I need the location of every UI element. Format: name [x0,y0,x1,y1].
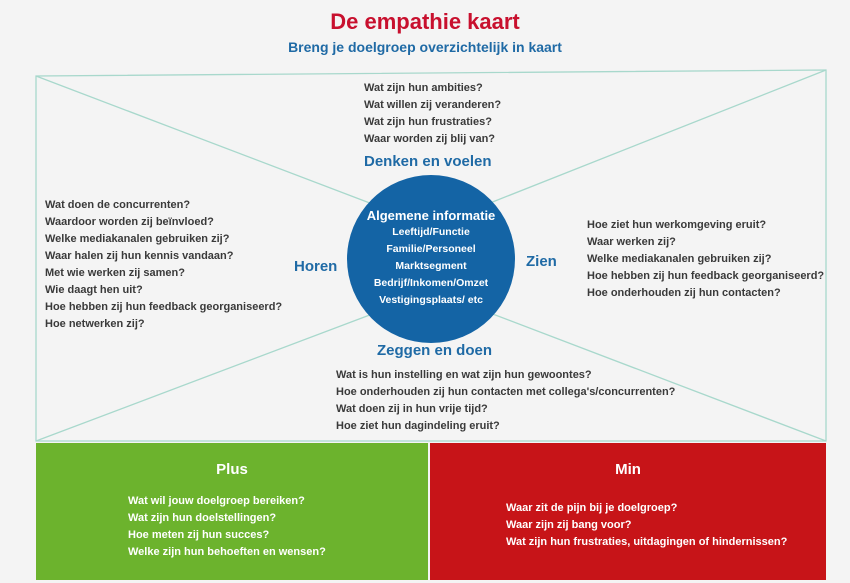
min-title: Min [615,461,641,478]
list-item: Welke zijn hun behoeften en wensen? [128,546,326,558]
label-horen: Horen [294,258,338,275]
diagonal-top-right [489,69,827,204]
label-zien: Zien [526,253,557,270]
page-title: De empathie kaart [330,9,520,34]
general-info-circle: Algemene informatie Leeftijd/Functie Fam… [347,175,515,343]
list-item: Waardoor worden zij beïnvloed? [45,216,214,228]
page-subtitle: Breng je doelgroep overzichtelijk in kaa… [288,39,562,55]
general-info-list: Leeftijd/Functie Familie/Personeel Markt… [347,224,515,309]
general-info-title: Algemene informatie [366,208,496,223]
zien-questions: Hoe ziet hun werkomgeving eruit? Waar we… [587,217,824,302]
list-item: Hoe onderhouden zij hun contacten met co… [336,386,676,398]
label-denken-en-voelen: Denken en voelen [364,153,492,170]
list-item: Wat doen de concurrenten? [45,199,191,211]
horen-questions: Wat doen de concurrenten? Waardoor worde… [45,197,282,333]
list-item: Waar halen zij hun kennis vandaan? [45,250,234,262]
plus-panel: Plus Wat wil jouw doelgroep bereiken? Wa… [36,443,428,580]
list-item: Wat is hun instelling en wat zijn hun ge… [336,369,592,381]
zeggen-questions: Wat is hun instelling en wat zijn hun ge… [336,367,675,435]
diagonal-bottom-left [35,312,376,442]
plus-questions: Wat wil jouw doelgroep bereiken? Wat zij… [128,493,326,561]
diagonal-top-left [35,75,376,206]
list-item: Waar zijn zij bang voor? [506,519,632,531]
list-item: Wat zijn hun doelstellingen? [128,512,277,524]
list-item: Met wie werken zij samen? [45,267,185,279]
list-item: Vestigingsplaats/ etc [379,294,483,306]
list-item: Wat zijn hun ambities? [364,82,483,94]
list-item: Hoe hebben zij hun feedback georganiseer… [587,270,825,282]
list-item: Waar werken zij? [587,236,676,248]
list-item: Hoe meten zij hun succes? [128,529,270,541]
list-item: Wat willen zij veranderen? [364,99,502,111]
min-panel: Min Waar zit de pijn bij je doelgroep? W… [430,443,826,580]
list-item: Waar worden zij blij van? [364,133,496,145]
denken-questions: Wat zijn hun ambities? Wat willen zij ve… [364,80,501,148]
list-item: Waar zit de pijn bij je doelgroep? [506,502,678,514]
list-item: Welke mediakanalen gebruiken zij? [587,253,772,265]
diagonal-bottom-right [489,312,827,442]
list-item: Familie/Personeel [386,243,476,255]
label-zeggen-en-doen: Zeggen en doen [377,342,493,359]
list-item: Bedrijf/Inkomen/Omzet [373,277,489,289]
list-item: Wat wil jouw doelgroep bereiken? [128,495,305,507]
list-item: Marktsegment [395,260,467,272]
list-item: Hoe netwerken zij? [45,318,145,330]
list-item: Hoe ziet hun dagindeling eruit? [336,420,500,432]
list-item: Wie daagt hen uit? [45,284,143,296]
plus-title: Plus [216,461,248,478]
list-item: Leeftijd/Functie [392,226,470,238]
list-item: Hoe ziet hun werkomgeving eruit? [587,219,767,231]
list-item: Hoe onderhouden zij hun contacten? [587,287,781,299]
list-item: Welke mediakanalen gebruiken zij? [45,233,230,245]
list-item: Hoe hebben zij hun feedback georganiseer… [45,301,283,313]
list-item: Wat zijn hun frustraties? [364,116,492,128]
min-questions: Waar zit de pijn bij je doelgroep? Waar … [506,500,787,551]
list-item: Wat doen zij in hun vrije tijd? [336,403,488,415]
list-item: Wat zijn hun frustraties, uitdagingen of… [506,536,788,548]
